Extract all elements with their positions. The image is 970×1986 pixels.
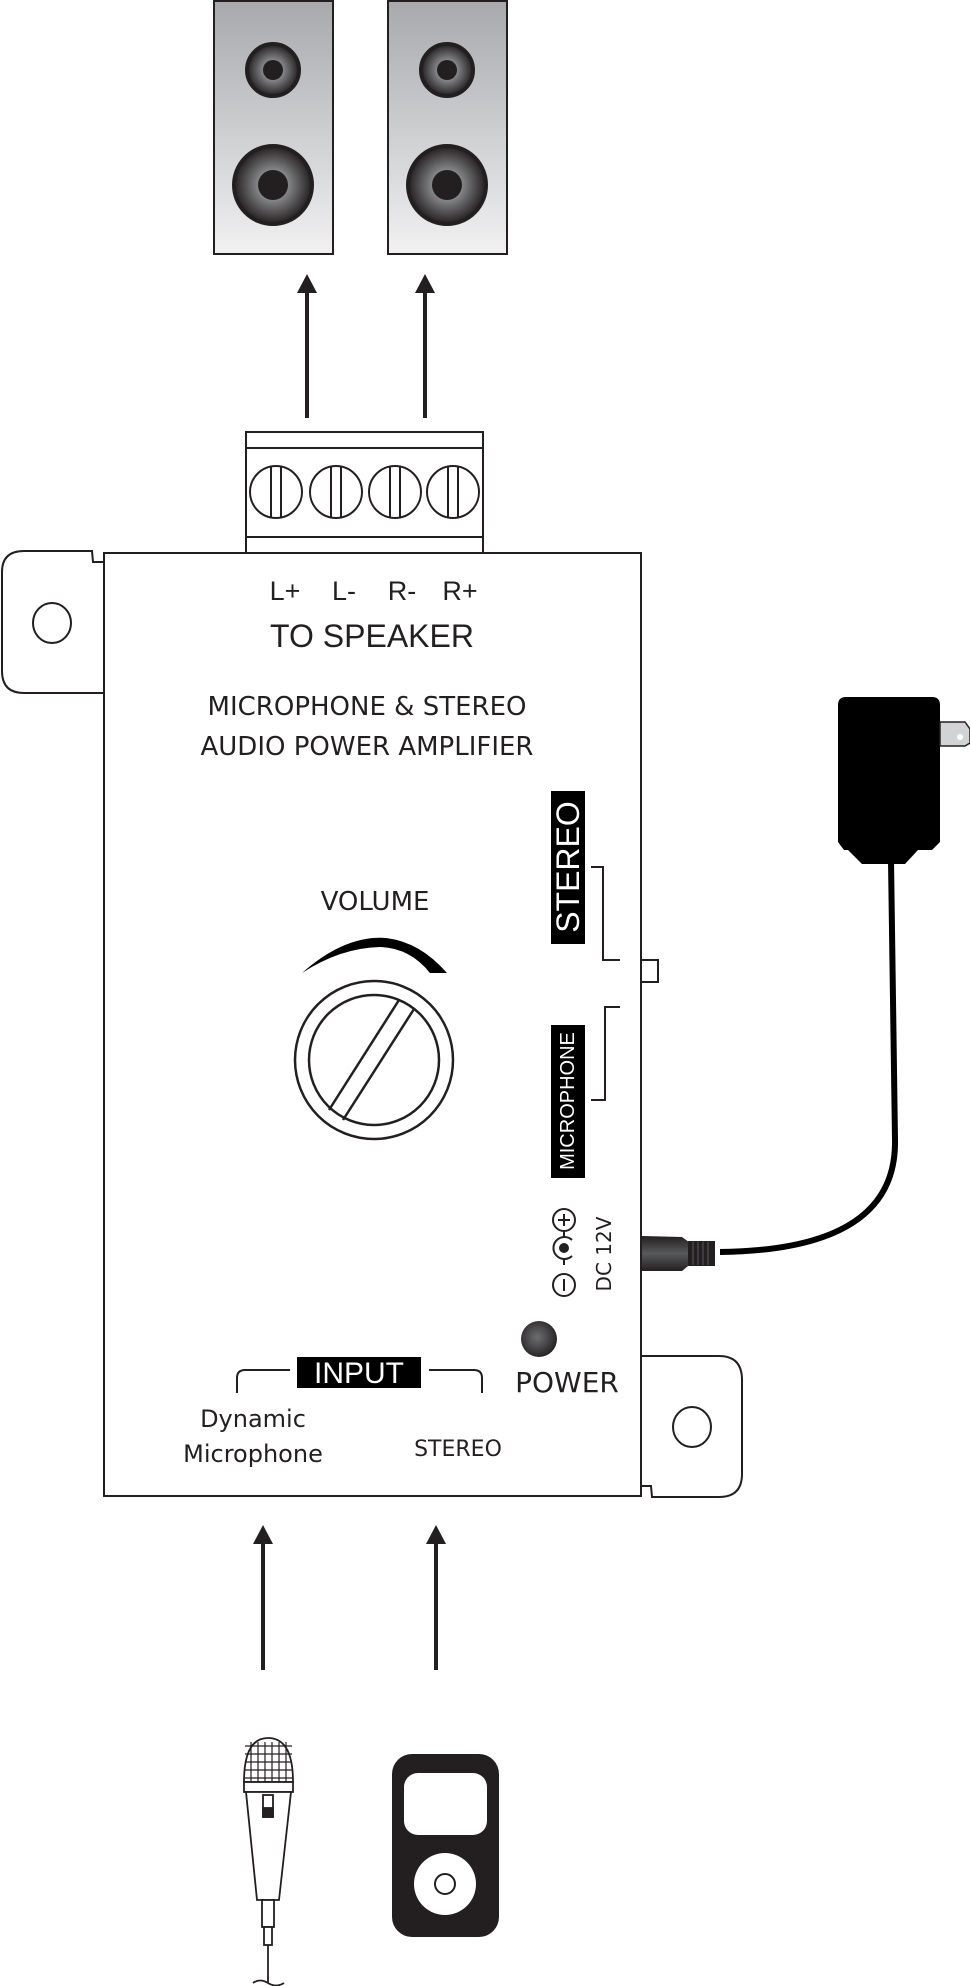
stereo-bracket [591,866,620,961]
power-led-icon [521,1321,557,1357]
right-speaker [387,0,508,255]
terminal-screw-lplus[interactable] [249,465,303,519]
tweeter-icon [245,42,301,98]
volume-knob[interactable] [293,979,455,1141]
speaker-terminal-block [245,431,484,554]
to-speaker-label: TO SPEAKER [270,618,474,654]
terminal-label: R+ [442,576,477,606]
arrow-up-icon [415,274,435,418]
terminal-label: R- [388,576,417,606]
svg-text:INPUT: INPUT [314,1357,404,1390]
microphone-switch-label: MICROPHONE [551,1025,585,1178]
svg-text:STEREO: STEREO [550,801,586,933]
stereo-input-label: STEREO [414,1437,502,1462]
arrow-up-icon [297,274,317,418]
arrow-up-icon [253,1525,273,1670]
input-bracket-left [236,1369,290,1393]
terminal-label: L- [332,576,356,606]
terminal-label: L+ [270,576,301,606]
dc-plug-icon [642,1236,715,1271]
volume-direction-arc-icon [302,937,447,973]
wall-power-adapter [838,697,970,864]
terminal-screw-rminus[interactable] [368,465,422,519]
left-speaker [213,0,334,255]
microphone-bracket [591,1006,620,1101]
arrow-up-icon [426,1525,446,1670]
volume-label: VOLUME [321,887,430,917]
dc-12v-label: DC 12V [592,1216,616,1291]
mic-input-label-line1: Dynamic [200,1405,306,1433]
woofer-icon [232,144,314,226]
power-label: POWER [515,1366,619,1399]
terminal-screw-rplus[interactable] [426,465,480,519]
microphone-icon [243,1737,294,1986]
portable-music-player-icon [392,1754,499,1937]
svg-text:MICROPHONE: MICROPHONE [557,1032,579,1170]
mounting-ear-right [642,1355,743,1498]
tweeter-icon [419,42,475,98]
terminal-screw-lminus[interactable] [309,465,363,519]
input-selector-switch[interactable] [640,959,659,983]
power-cord [719,859,899,1255]
stereo-switch-label: STEREO [550,791,586,944]
mic-input-label-line2: Microphone [183,1440,323,1468]
input-group-label: INPUT [297,1357,421,1390]
amplifier-title-line2: AUDIO POWER AMPLIFIER [200,732,533,762]
amplifier-title-line1: MICROPHONE & STEREO [208,692,527,722]
mounting-ear-left [0,550,104,694]
dc-polarity-icon [552,1208,576,1297]
plug-prong-icon [939,721,970,747]
woofer-icon [406,144,488,226]
input-bracket-right [429,1369,483,1393]
